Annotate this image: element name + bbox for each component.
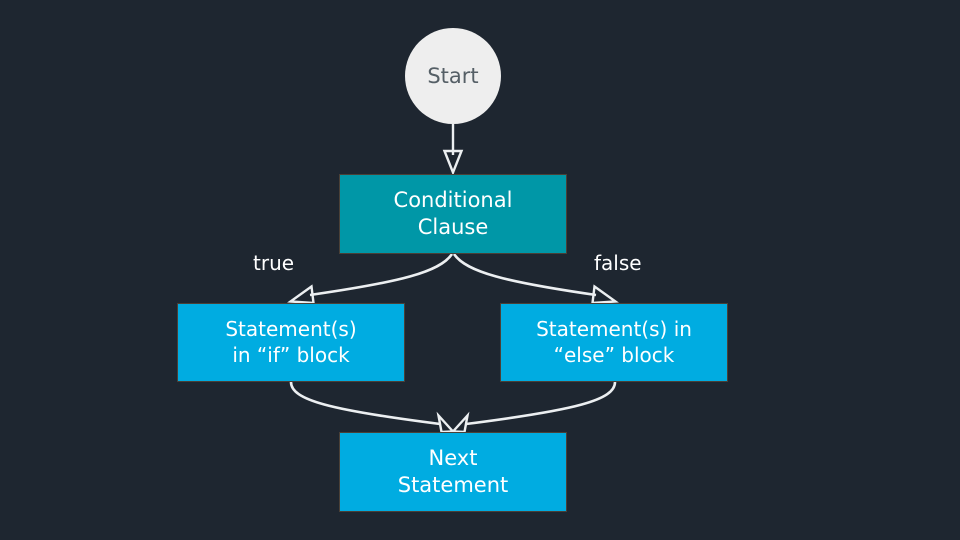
- arrowhead-else-to-next: [450, 411, 470, 434]
- edge-else-to-next: [450, 381, 617, 434]
- edge-label-false: false: [594, 251, 642, 275]
- edge-conditional-to-if: [287, 253, 454, 305]
- arrowhead-conditional-to-else: [591, 284, 619, 305]
- edge-line-conditional-to-else: [452, 253, 597, 297]
- node-next-statement-label: Next Statement: [397, 446, 509, 497]
- node-start-label: Start: [427, 63, 479, 88]
- node-start[interactable]: Start: [405, 28, 501, 124]
- edge-label-true: true: [253, 251, 295, 275]
- edge-start-to-conditional: [442, 124, 464, 176]
- node-else-block-label: Statement(s) in “else” block: [536, 316, 692, 367]
- node-if-block[interactable]: Statement(s) in “if” block: [177, 303, 405, 382]
- arrowhead-if-to-next: [436, 411, 456, 434]
- node-next-statement[interactable]: Next Statement: [339, 432, 567, 512]
- edge-line-if-to-next: [289, 381, 441, 426]
- node-else-block[interactable]: Statement(s) in “else” block: [500, 303, 728, 382]
- arrowhead-conditional-to-if: [287, 284, 315, 305]
- node-if-block-label: Statement(s) in “if” block: [225, 316, 357, 367]
- edge-line-else-to-next: [465, 381, 617, 426]
- edge-if-to-next: [289, 381, 456, 434]
- arrowhead-start-to-conditional: [442, 149, 464, 176]
- edge-conditional-to-else: [452, 253, 619, 305]
- edge-line-conditional-to-if: [309, 253, 454, 297]
- node-conditional-clause-label: Conditional Clause: [393, 188, 513, 239]
- node-conditional-clause[interactable]: Conditional Clause: [339, 174, 567, 254]
